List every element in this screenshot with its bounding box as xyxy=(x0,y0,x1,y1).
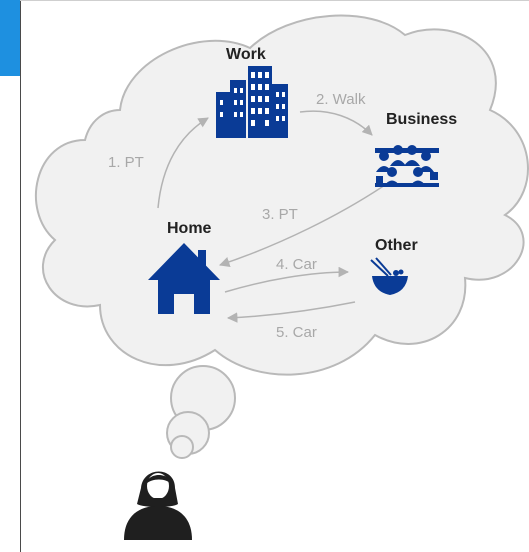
edge-label-2: 2. Walk xyxy=(316,91,366,108)
node-other: Other xyxy=(370,237,418,295)
edge-label-3: 3. PT xyxy=(262,206,298,223)
node-home: Home xyxy=(148,220,220,314)
edge-home-to-work xyxy=(157,117,209,209)
thought-cloud xyxy=(34,14,529,459)
edge-label-4: 4. Car xyxy=(276,256,317,273)
thought-bubble-small xyxy=(170,435,194,459)
accent-blue-bar xyxy=(0,0,20,76)
trip-edges xyxy=(157,110,386,323)
node-home-label: Home xyxy=(167,220,212,237)
edge-business-to-home xyxy=(219,184,386,267)
edge-label-5: 5. Car xyxy=(276,324,317,341)
edge-home-to-other xyxy=(224,266,350,293)
edge-label-1: 1. PT xyxy=(108,154,144,171)
node-business: Business xyxy=(375,111,457,187)
woman-avatar-icon xyxy=(124,471,192,540)
node-other-label: Other xyxy=(375,237,418,254)
node-business-label: Business xyxy=(386,111,457,128)
house-icon xyxy=(148,243,220,314)
meeting-group-icon xyxy=(375,145,439,187)
edge-other-to-home xyxy=(226,301,356,323)
office-building-icon xyxy=(216,66,288,138)
edge-work-to-business xyxy=(299,110,373,136)
food-bowl-icon xyxy=(370,257,408,295)
node-work: Work xyxy=(216,46,288,138)
node-work-label: Work xyxy=(226,46,266,63)
